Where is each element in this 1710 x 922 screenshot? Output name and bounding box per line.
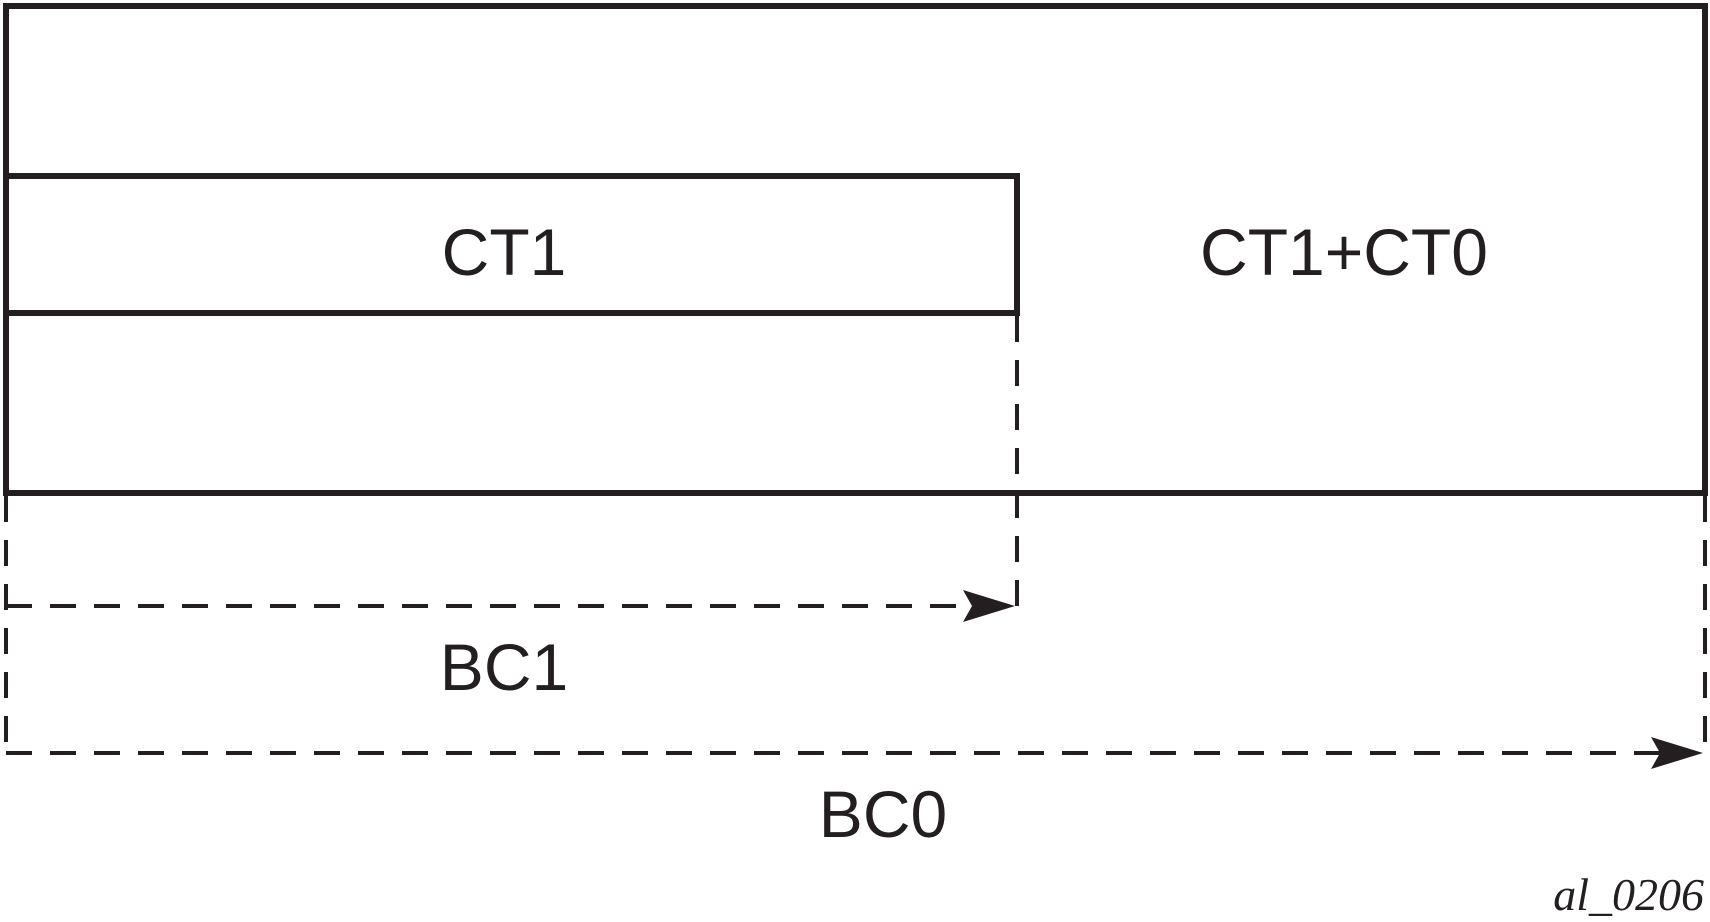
bc1-arrowhead-icon [963, 590, 1015, 622]
outer-box-ct1-ct0 [3, 3, 1708, 496]
bc0-arrowhead-icon [1651, 737, 1703, 769]
bc1-label: BC1 [440, 630, 568, 704]
ct1-box [6, 173, 1020, 316]
ct1-ct0-label: CT1+CT0 [1200, 215, 1488, 289]
figure-id: al_0206 [1553, 869, 1704, 920]
bc0-label: BC0 [819, 777, 947, 851]
ct1-label: CT1 [442, 215, 567, 289]
